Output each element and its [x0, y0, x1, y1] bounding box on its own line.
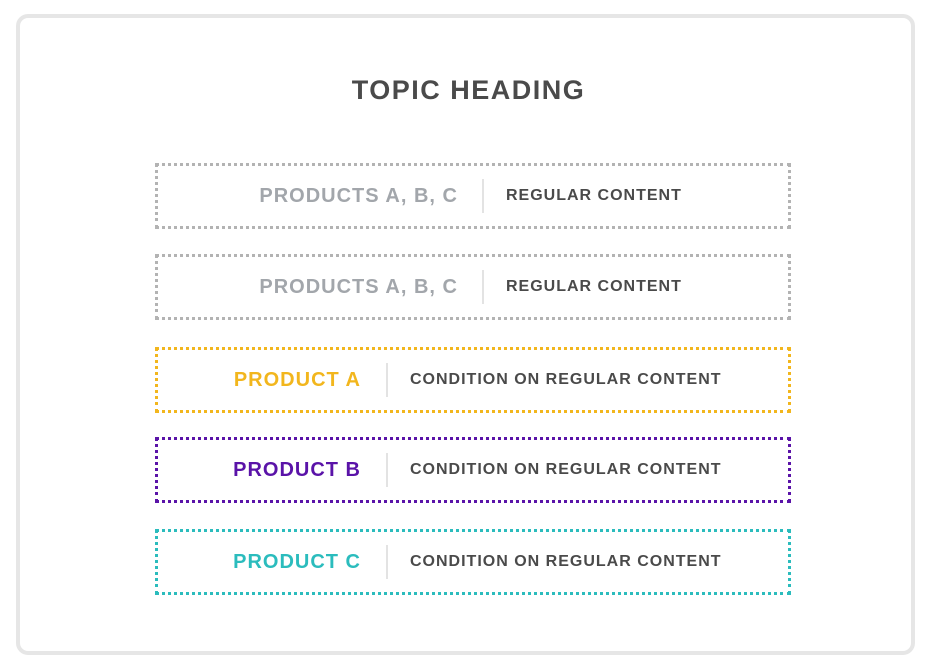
row-divider — [386, 453, 388, 487]
row-label: PRODUCT B — [233, 459, 361, 481]
diagram-frame — [16, 14, 915, 655]
row-divider — [482, 179, 484, 213]
row-product-b: PRODUCT B CONDITION ON REGULAR CONTENT — [155, 437, 791, 503]
row-content: CONDITION ON REGULAR CONTENT — [410, 461, 722, 478]
row-content: CONDITION ON REGULAR CONTENT — [410, 371, 722, 388]
row-divider — [386, 545, 388, 579]
row-divider — [386, 363, 388, 397]
row-label: PRODUCT C — [233, 551, 361, 573]
row-general-2: PRODUCTS A, B, C REGULAR CONTENT — [155, 254, 791, 320]
row-product-a: PRODUCT A CONDITION ON REGULAR CONTENT — [155, 347, 791, 413]
row-label: PRODUCTS A, B, C — [259, 276, 458, 298]
row-label: PRODUCT A — [233, 369, 361, 391]
row-divider — [482, 270, 484, 304]
row-content: CONDITION ON REGULAR CONTENT — [410, 553, 722, 570]
row-content: REGULAR CONTENT — [506, 278, 682, 295]
row-label: PRODUCTS A, B, C — [259, 185, 458, 207]
row-general-1: PRODUCTS A, B, C REGULAR CONTENT — [155, 163, 791, 229]
topic-heading: TOPIC HEADING — [351, 75, 586, 105]
row-content: REGULAR CONTENT — [506, 187, 682, 204]
row-product-c: PRODUCT C CONDITION ON REGULAR CONTENT — [155, 529, 791, 595]
